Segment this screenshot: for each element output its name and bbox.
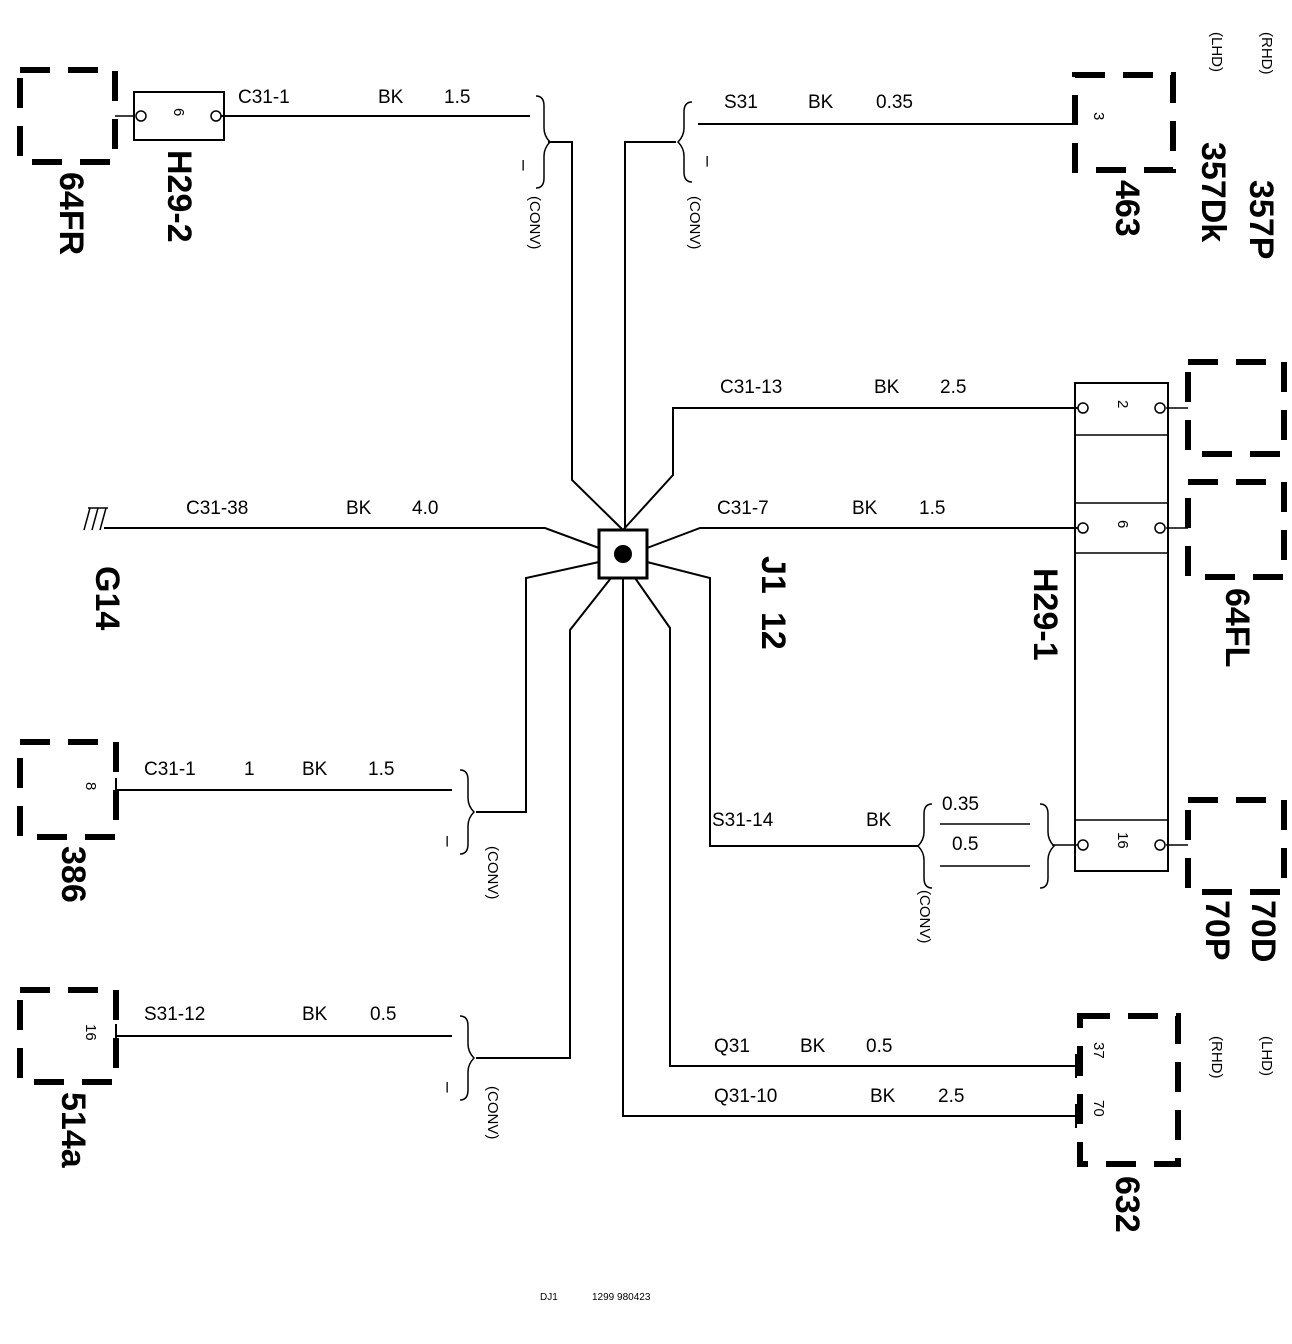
wire-size-label: 0.35 bbox=[876, 92, 913, 113]
component-70P-box bbox=[1185, 797, 1287, 895]
component-463-label: 463 bbox=[1108, 180, 1146, 237]
dash-mark: – bbox=[437, 836, 458, 847]
wire-color-label: BK bbox=[852, 498, 878, 519]
wire-color-label: BK bbox=[808, 92, 834, 113]
component-632-box bbox=[1077, 1013, 1181, 1167]
wire-circuit-label: C31-1 bbox=[238, 87, 290, 108]
connector-h29-2-label: H29-2 bbox=[160, 150, 198, 243]
pin-label: 16 bbox=[82, 1024, 99, 1041]
component-632-label: 632 bbox=[1108, 1176, 1146, 1233]
wire-color-label: BK bbox=[874, 377, 900, 398]
component-70P-label: 70P bbox=[1198, 900, 1236, 961]
wire-color-label: BK bbox=[800, 1036, 826, 1057]
pin-label: 6 bbox=[1114, 520, 1131, 528]
wire-color-label: BK bbox=[302, 1004, 328, 1025]
wire-circuit-label: S31-14 bbox=[712, 810, 774, 831]
wire-size-label: 1.5 bbox=[444, 87, 470, 108]
wire-size-label: 2.5 bbox=[938, 1086, 964, 1107]
conv-label: (CONV) bbox=[916, 890, 933, 943]
wire-size-label: 2.5 bbox=[940, 377, 966, 398]
component-386-label: 386 bbox=[54, 846, 92, 903]
splice-label-j1: J1 bbox=[754, 556, 792, 594]
conv-label: (CONV) bbox=[526, 196, 543, 249]
pin-label: 3 bbox=[1090, 112, 1107, 120]
wire-circuit-label: C31-13 bbox=[720, 377, 782, 398]
wire-size-label: 0.5 bbox=[952, 834, 978, 855]
footer-code: DJ1 bbox=[540, 1292, 558, 1303]
component-357Dk-label: 357Dk bbox=[1194, 142, 1232, 242]
component-357P-label: 357P bbox=[1242, 180, 1280, 259]
dash-mark: – bbox=[513, 160, 534, 171]
wire-c31-13 bbox=[622, 407, 1078, 531]
wire-color-label: BK bbox=[378, 87, 404, 108]
wire-q31-10 bbox=[622, 578, 1076, 1117]
wire-color-label: BK bbox=[302, 759, 328, 780]
pin-label: 16 bbox=[1114, 832, 1131, 849]
component-64FR-label: 64FR bbox=[52, 172, 90, 255]
conv-label: (CONV) bbox=[484, 1086, 501, 1139]
wire-s31-12 bbox=[116, 577, 612, 1059]
component-64FL-box-upper bbox=[1185, 359, 1287, 457]
splice-label-12: 12 bbox=[754, 612, 792, 650]
ground-g14-label: G14 bbox=[88, 566, 126, 630]
component-64FL-box-lower bbox=[1185, 479, 1287, 580]
wire-circuit-label: C31-38 bbox=[186, 498, 248, 519]
conv-label: (CONV) bbox=[484, 846, 501, 899]
wire-size-label: 0.35 bbox=[942, 794, 979, 815]
wire-size-label: 4.0 bbox=[412, 498, 438, 519]
wire-c31-38 bbox=[104, 527, 600, 549]
pin-label: 37 bbox=[1090, 1042, 1107, 1059]
dash-mark: – bbox=[697, 156, 718, 167]
wire-c31-7 bbox=[646, 527, 1078, 549]
component-514a-box bbox=[17, 987, 119, 1085]
conv-label: (CONV) bbox=[686, 196, 703, 249]
wire-c31-1-top bbox=[221, 115, 624, 531]
wire-color-label: BK bbox=[870, 1086, 896, 1107]
component-463-box bbox=[1072, 72, 1176, 173]
dash-mark: – bbox=[437, 1082, 458, 1093]
wire-circuit-label: S31 bbox=[724, 92, 758, 113]
wire-mark-label: 1 bbox=[244, 759, 255, 780]
wire-color-label: BK bbox=[866, 810, 892, 831]
wire-q31 bbox=[634, 577, 1076, 1067]
wire-circuit-label: C31-1 bbox=[144, 759, 196, 780]
wire-circuit-label: Q31-10 bbox=[714, 1086, 777, 1107]
pin-label: 2 bbox=[1114, 400, 1131, 408]
wire-s31 bbox=[624, 123, 1075, 530]
pin-label: 8 bbox=[82, 782, 99, 790]
component-64FL-label: 64FL bbox=[1218, 588, 1256, 667]
wire-size-label: 0.5 bbox=[370, 1004, 396, 1025]
pin-label: 70 bbox=[1090, 1100, 1107, 1117]
component-386-box bbox=[17, 739, 119, 840]
wire-circuit-label: C31-7 bbox=[717, 498, 769, 519]
wire-s31-14 bbox=[646, 561, 1078, 867]
component-70D-label: 70D bbox=[1244, 900, 1282, 962]
connector-h29-1-label: H29-1 bbox=[1026, 568, 1064, 661]
wire-size-label: 1.5 bbox=[919, 498, 945, 519]
component-514a-label: 514a bbox=[54, 1092, 92, 1169]
wire-circuit-label: S31-12 bbox=[144, 1004, 205, 1025]
pin-label: 6 bbox=[170, 108, 187, 116]
connector-h29-1 bbox=[1074, 382, 1169, 872]
rhd-label: (RHD) bbox=[1258, 32, 1275, 75]
wire-circuit-label: Q31 bbox=[714, 1036, 750, 1057]
wire-c31-1-left bbox=[116, 561, 600, 813]
wire-color-label: BK bbox=[346, 498, 372, 519]
wire-size-label: 1.5 bbox=[368, 759, 394, 780]
lhd-label: (LHD) bbox=[1258, 1036, 1275, 1076]
wire-size-label: 0.5 bbox=[866, 1036, 892, 1057]
ground-symbol bbox=[83, 507, 108, 531]
splice-j1 bbox=[597, 528, 649, 580]
lhd-label: (LHD) bbox=[1208, 32, 1225, 72]
rhd-label: (RHD) bbox=[1208, 1036, 1225, 1079]
component-64FR-box bbox=[17, 67, 118, 165]
footer-ref: 1299 980423 bbox=[592, 1292, 651, 1303]
connector-h29-2 bbox=[133, 91, 225, 141]
